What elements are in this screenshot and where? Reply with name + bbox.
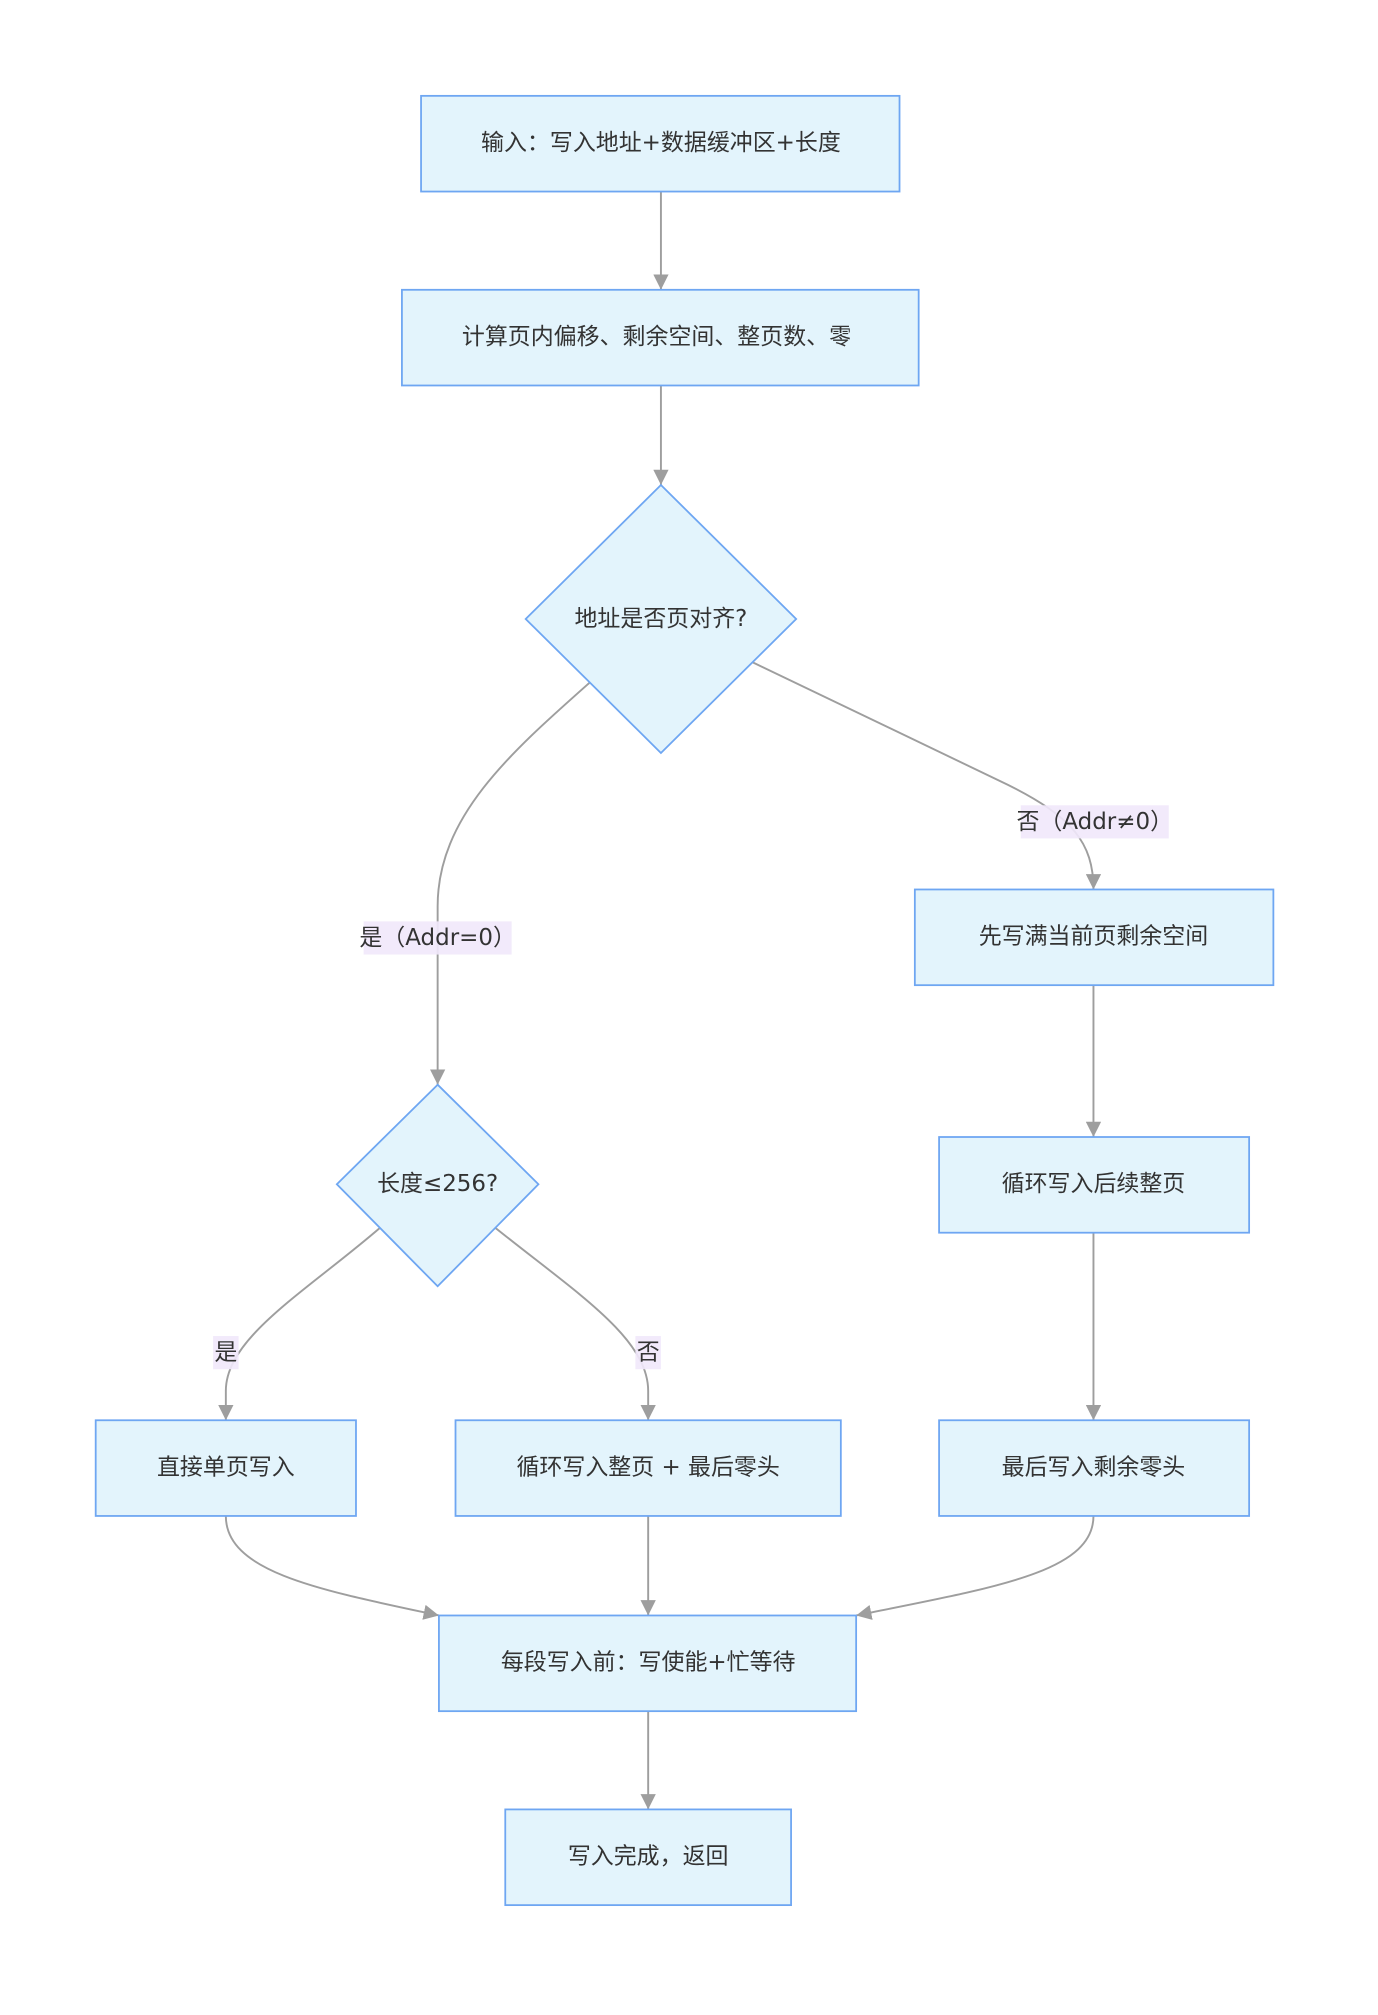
node-single-page-write: 直接单页写入 (94, 1419, 357, 1517)
edge-label-text: 否（Addr≠0） (1016, 809, 1173, 835)
node-loop-pages-remainder-label: 循环写入整页 + 最后零头 (516, 1454, 779, 1480)
edge-aligned-no (752, 661, 1102, 890)
edge-label-text: 是（Addr=0） (359, 925, 516, 951)
node-input-label: 输入：写入地址+数据缓冲区+长度 (481, 130, 841, 156)
node-length-check: 长度≤256? (335, 1083, 540, 1288)
node-fill-current-page: 先写满当前页剩余空间 (913, 888, 1275, 987)
edge-label-aligned-no: 否（Addr≠0） (1016, 805, 1173, 839)
node-write-enable-wait-label: 每段写入前：写使能+忙等待 (501, 1650, 796, 1676)
node-write-enable-wait: 每段写入前：写使能+忙等待 (438, 1614, 858, 1713)
edge-length-yes (218, 1226, 381, 1421)
node-fill-current-page-label: 先写满当前页剩余空间 (979, 924, 1209, 950)
node-loop-pages-remainder: 循环写入整页 + 最后零头 (454, 1419, 842, 1517)
node-loop-full-pages: 循环写入后续整页 (938, 1136, 1251, 1234)
edge-label-length-no: 否 (635, 1336, 661, 1370)
edge-length-no (494, 1226, 656, 1421)
edge-single-to-wait (224, 1515, 440, 1620)
node-write-remainder: 最后写入剩余零头 (938, 1419, 1251, 1517)
node-loop-full-pages-label: 循环写入后续整页 (1002, 1171, 1186, 1197)
edge-label-text: 否 (637, 1340, 660, 1366)
node-aligned-check-label: 地址是否页对齐? (574, 606, 747, 632)
node-done: 写入完成，返回 (504, 1808, 792, 1907)
node-write-remainder-label: 最后写入剩余零头 (1002, 1454, 1186, 1480)
node-single-page-write-label: 直接单页写入 (157, 1454, 295, 1480)
node-calc-label: 计算页内偏移、剩余空间、整页数、零 (462, 324, 852, 350)
node-done-label: 写入完成，返回 (568, 1844, 729, 1870)
node-calc: 计算页内偏移、剩余空间、整页数、零 (401, 288, 920, 387)
node-input: 输入：写入地址+数据缓冲区+长度 (420, 94, 901, 193)
edges (218, 191, 1102, 1810)
edge-label-text: 是 (214, 1340, 237, 1366)
edge-aligned-yes (429, 682, 591, 1085)
edge-remainder-to-wait (855, 1515, 1095, 1620)
edge-label-length-yes: 是 (213, 1336, 239, 1370)
node-length-check-label: 长度≤256? (377, 1171, 498, 1197)
edge-label-aligned-yes: 是（Addr=0） (359, 921, 516, 955)
node-aligned-check: 地址是否页对齐? (524, 483, 798, 755)
